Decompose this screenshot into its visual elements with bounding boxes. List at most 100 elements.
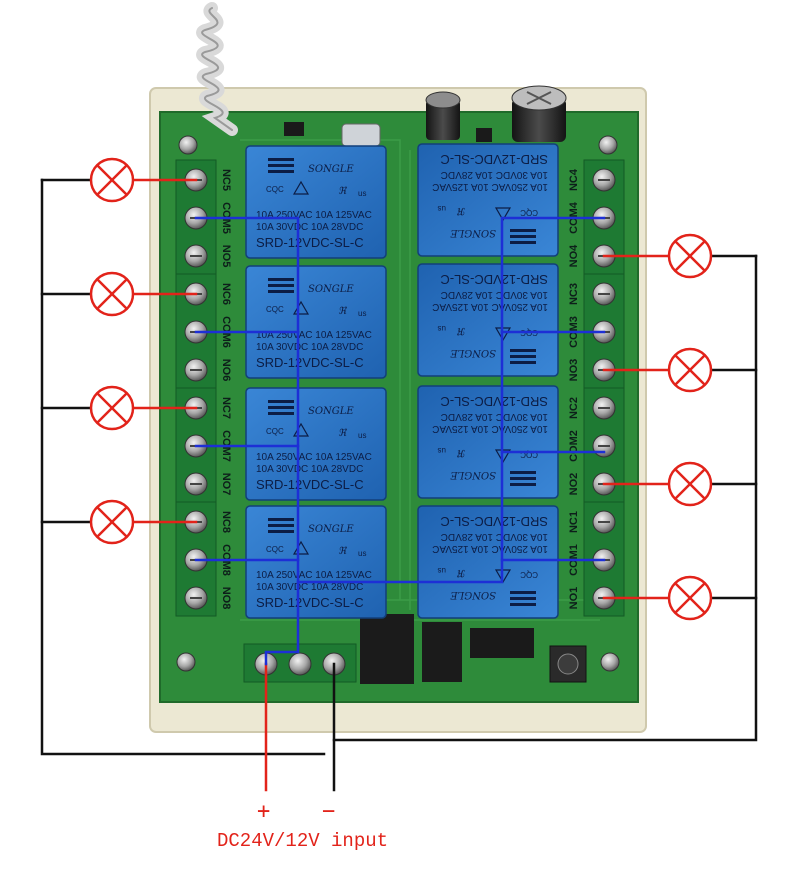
power-labels: + − DC24V/12V input — [217, 799, 388, 852]
relay-brand: SONGLE — [450, 589, 496, 600]
terminal-label: COM2 — [568, 430, 580, 462]
lamp-icon — [89, 499, 135, 545]
module-board: NC5COM5NO5NC6COM6NO6NC7COM7NO7NC8COM8NO8… — [149, 2, 647, 733]
relay-rating-line1: 10A 250VAC 10A 125VAC — [256, 210, 372, 221]
relay-rating-line1: 10A 250VAC 10A 125VAC — [432, 181, 548, 192]
terminal-label: NC3 — [568, 283, 580, 305]
relay-model: SRD-12VDC-SL-C — [440, 514, 548, 529]
relay-cert-cqc: CQC — [266, 305, 284, 314]
lamp-loads — [89, 157, 713, 621]
relay-brand: SONGLE — [308, 524, 354, 535]
relay-body — [417, 263, 559, 377]
relay-rating-line2: 10A 30VDC 10A 28VDC — [441, 169, 548, 180]
lamp-icon — [667, 233, 713, 279]
power-terminal-block — [243, 643, 357, 683]
terminal-label: NC5 — [220, 169, 232, 191]
warning-triangle-icon — [292, 180, 310, 195]
ul-mark-icon: ℜ — [457, 205, 466, 216]
relay-brand: SONGLE — [308, 284, 354, 295]
relay-cert-us: us — [358, 431, 366, 440]
lamp-icon — [89, 271, 135, 317]
warning-triangle-icon — [494, 207, 512, 222]
songle-logo-icon — [268, 400, 294, 415]
relay-body — [417, 143, 559, 257]
songle-logo-icon — [510, 229, 536, 244]
relay-rating-line1: 10A 250VAC 10A 125VAC — [432, 543, 548, 554]
relay-model: SRD-12VDC-SL-C — [256, 235, 364, 250]
terminal-label: NO2 — [568, 473, 580, 496]
lamp-icon — [667, 575, 713, 621]
mounting-hole — [598, 135, 618, 155]
relay-brand: SONGLE — [450, 347, 496, 358]
blue-wire-com-left — [194, 216, 300, 666]
push-button-icon — [549, 645, 587, 683]
relay-rating-line1: 10A 250VAC 10A 125VAC — [256, 570, 372, 581]
relay-model: SRD-12VDC-SL-C — [256, 595, 364, 610]
ic-chip — [470, 628, 534, 658]
ul-mark-icon: ℜ — [457, 447, 466, 458]
songle-logo-icon — [510, 471, 536, 486]
relay-rating-line1: 10A 250VAC 10A 125VAC — [432, 423, 548, 434]
power-caption: DC24V/12V input — [217, 830, 388, 852]
ul-mark-icon: ℜ — [338, 546, 347, 557]
capacitor-icon — [425, 91, 461, 140]
chip — [476, 128, 492, 142]
relay-model: SRD-12VDC-SL-C — [440, 394, 548, 409]
ul-mark-icon: ℜ — [457, 325, 466, 336]
terminal-label: NO8 — [220, 587, 232, 610]
crystal — [341, 123, 381, 147]
terminal-label: NC1 — [568, 511, 580, 533]
relay-cert-cqc: CQC — [266, 427, 284, 436]
ul-mark-icon: ℜ — [338, 306, 347, 317]
pin-header — [360, 614, 462, 684]
relay-cert-us: us — [358, 549, 366, 558]
relay-cert-cqc: CQC — [266, 545, 284, 554]
relay-rating-line2: 10A 30VDC 10A 28VDC — [441, 531, 548, 542]
relay-cert-us: us — [438, 204, 446, 213]
terminal-label: NC4 — [568, 168, 580, 191]
relay-rating-line2: 10A 30VDC 10A 28VDC — [256, 582, 363, 593]
mounting-hole — [176, 652, 196, 672]
relay-rating-line1: 10A 250VAC 10A 125VAC — [256, 452, 372, 463]
black-wire-left-bus — [40, 178, 326, 756]
relay-rating-line2: 10A 30VDC 10A 28VDC — [441, 289, 548, 300]
terminal-label: NO3 — [568, 359, 580, 382]
plus-label: + — [257, 799, 270, 824]
terminal-label: NO6 — [220, 359, 232, 382]
relay-body — [245, 265, 387, 379]
terminal-label: NC8 — [220, 511, 232, 533]
terminal-screw — [288, 652, 312, 676]
relay-cert-us: us — [438, 324, 446, 333]
relay-model: SRD-12VDC-SL-C — [440, 272, 548, 287]
blue-wire-com-right — [296, 216, 606, 584]
ul-mark-icon: ℜ — [457, 567, 466, 578]
relay-model: SRD-12VDC-SL-C — [256, 477, 364, 492]
ul-mark-icon: ℜ — [338, 428, 347, 439]
relay-cert-cqc: CQC — [520, 208, 538, 217]
relay-body — [417, 385, 559, 499]
songle-logo-icon — [510, 349, 536, 364]
lamp-icon — [667, 461, 713, 507]
relay-cert-cqc: CQC — [520, 450, 538, 459]
relay-body — [417, 505, 559, 619]
relay-brand: SONGLE — [308, 164, 354, 175]
antenna-icon — [196, 2, 238, 136]
terminal-label: NO4 — [568, 244, 580, 268]
chip — [284, 122, 304, 136]
terminal-label: NO1 — [568, 587, 580, 610]
terminal-label: NC2 — [568, 397, 580, 419]
lamp-icon — [667, 347, 713, 393]
mounting-hole — [600, 652, 620, 672]
relay-cert-cqc: CQC — [266, 185, 284, 194]
relay-body — [245, 505, 387, 619]
external-wiring — [40, 178, 758, 792]
terminal-label: NC6 — [220, 283, 232, 305]
capacitor-icon — [511, 85, 567, 142]
